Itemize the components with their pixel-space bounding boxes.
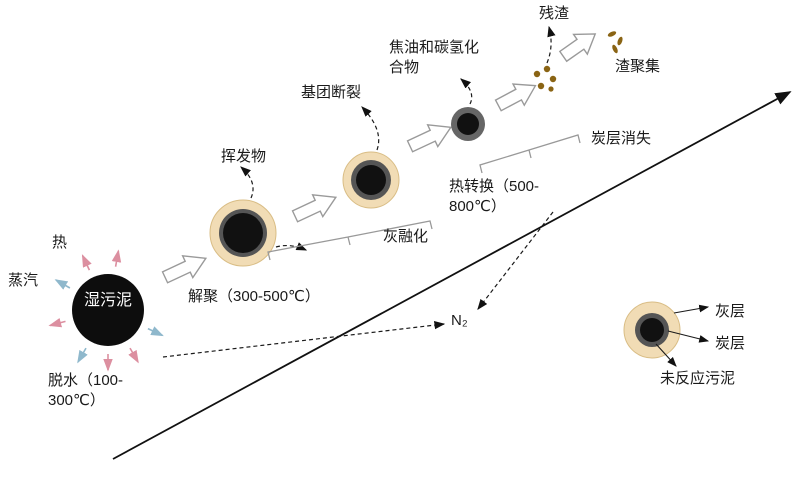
- stage-arrow-5: [558, 33, 597, 63]
- residue-arrow: [546, 25, 556, 64]
- label-char-disappear: 炭层消失: [591, 130, 652, 147]
- slag-marks: [607, 31, 623, 54]
- stage-arrow-3: [406, 124, 453, 153]
- stage-arrow-2: [291, 194, 338, 223]
- label-volatiles: 挥发物: [221, 148, 267, 165]
- main-axis-arrow: [112, 91, 792, 460]
- volatiles-arrow-stage4: [460, 78, 473, 105]
- legend-arrow-unreacted: [655, 343, 677, 367]
- label-thermal-conversion: 热转换（500-800℃）: [449, 178, 540, 215]
- legend-arrow-char: [667, 330, 710, 343]
- n2-dashed-arrow: [162, 320, 446, 358]
- heat-steam-arrows: [48, 249, 164, 372]
- wet-sludge-circle: [72, 274, 144, 346]
- bracket-char-disappear: [479, 134, 581, 174]
- label-residue: 残渣: [539, 5, 570, 22]
- volatiles-arrow-stage2: [240, 166, 254, 199]
- stage-arrow-1: [161, 255, 208, 284]
- label-wet-sludge: 湿污泥: [84, 292, 133, 309]
- label-slag-aggregation: 渣聚集: [615, 58, 661, 75]
- stage-arrow-4: [494, 83, 537, 112]
- volatiles-side-arrow: [275, 242, 308, 251]
- bracket-ash-melting: [267, 220, 433, 261]
- label-depolymerization: 解聚（300-500℃）: [188, 288, 320, 305]
- label-n2: N₂: [451, 312, 468, 329]
- label-steam: 蒸汽: [8, 272, 39, 289]
- legend-label-ash-layer: 灰层: [715, 303, 746, 320]
- label-bond-cleavage: 基团断裂: [301, 84, 362, 101]
- residue-dots: [533, 65, 557, 92]
- legend-particle: [623, 301, 681, 359]
- label-tar-hydrocarbons: 焦油和碳氢化合物: [389, 39, 480, 76]
- legend-label-char-layer: 炭层: [715, 335, 746, 352]
- legend-arrow-ash: [673, 304, 710, 314]
- legend-label-unreacted: 未反应污泥: [660, 370, 736, 387]
- volatiles-arrow-stage3: [361, 106, 380, 151]
- stage3-particle: [342, 151, 400, 209]
- stage4-particle: [451, 107, 485, 141]
- stage2-particle: [209, 199, 277, 267]
- label-heat: 热: [52, 234, 68, 251]
- label-dehydration: 脱水（100-300℃）: [48, 372, 124, 409]
- label-ash-melting: 灰融化: [383, 228, 429, 245]
